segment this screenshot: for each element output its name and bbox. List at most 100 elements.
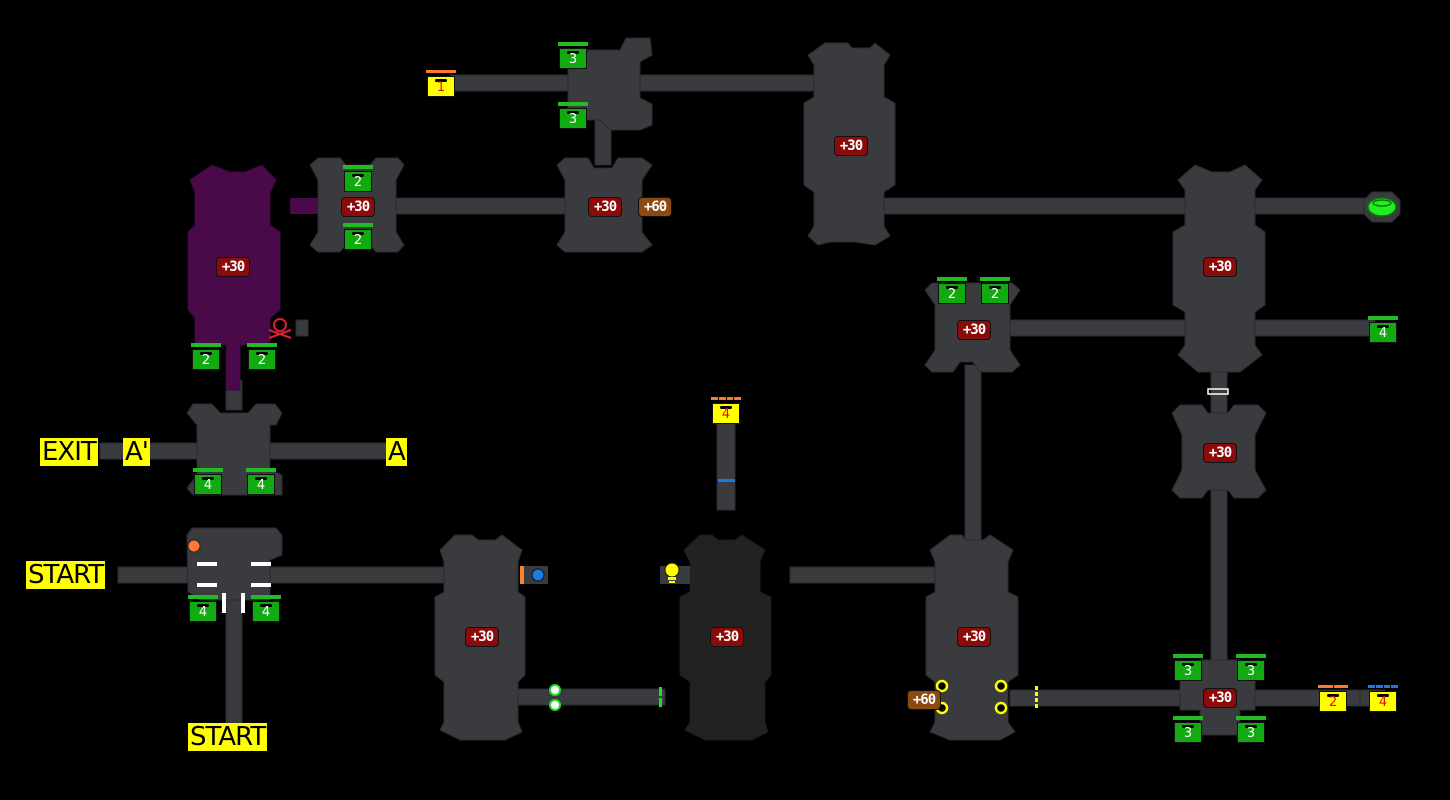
chest[interactable]: 3 bbox=[1236, 716, 1266, 743]
chest-value: 4 bbox=[256, 478, 266, 493]
chest-value: 3 bbox=[1183, 726, 1193, 741]
chest-slot bbox=[1182, 725, 1194, 728]
time-bonus-tag[interactable]: +60 bbox=[907, 690, 941, 710]
time-bonus-tag[interactable]: +30 bbox=[1203, 443, 1237, 463]
corridor bbox=[290, 198, 320, 214]
orange-orb-icon[interactable] bbox=[187, 539, 201, 553]
chest-slot bbox=[1245, 725, 1257, 728]
start-west-label: START bbox=[26, 560, 106, 590]
teleport-a-prime-label[interactable]: A' bbox=[123, 437, 150, 467]
chest-slot bbox=[1245, 663, 1257, 666]
chest-body bbox=[192, 349, 220, 370]
warp-portal-icon[interactable] bbox=[1363, 191, 1401, 223]
chest-value: 2 bbox=[353, 233, 363, 248]
chest-body bbox=[1174, 722, 1202, 743]
locked-chest[interactable]: 4 bbox=[1368, 685, 1398, 712]
time-bonus-tag[interactable]: +30 bbox=[341, 197, 375, 217]
chest-value: 2 bbox=[201, 353, 211, 368]
chest[interactable]: 3 bbox=[1173, 716, 1203, 743]
time-bonus-tag[interactable]: +30 bbox=[588, 197, 622, 217]
time-bonus-tag[interactable]: +30 bbox=[465, 627, 499, 647]
chest-body bbox=[252, 601, 280, 622]
door-marker bbox=[520, 566, 524, 584]
chest[interactable]: 2 bbox=[247, 343, 277, 370]
time-bonus-tag[interactable]: +30 bbox=[710, 627, 744, 647]
chest-slot bbox=[1377, 694, 1389, 697]
chest-slot bbox=[255, 477, 267, 480]
chest-slot bbox=[435, 79, 447, 82]
lightbulb-icon[interactable] bbox=[660, 562, 690, 584]
chest-lid bbox=[193, 468, 223, 472]
chest-slot bbox=[200, 352, 212, 355]
yellow-switch-icon[interactable] bbox=[935, 679, 1008, 715]
chest-body bbox=[559, 108, 587, 129]
chest[interactable]: 4 bbox=[251, 595, 281, 622]
corridor bbox=[716, 419, 736, 511]
time-bonus-tag[interactable]: +30 bbox=[1203, 688, 1237, 708]
door-marker bbox=[659, 687, 662, 696]
chest-value: 3 bbox=[1246, 664, 1256, 679]
chest-lid bbox=[1236, 716, 1266, 720]
chest-value: 2 bbox=[947, 287, 957, 302]
chest[interactable]: 4 bbox=[1368, 316, 1398, 343]
teleport-a-label[interactable]: A bbox=[386, 437, 407, 467]
time-bonus-tag[interactable]: +30 bbox=[216, 257, 250, 277]
chest-slot bbox=[1182, 663, 1194, 666]
chest-slot bbox=[567, 111, 579, 114]
chest-value: 3 bbox=[1183, 664, 1193, 679]
time-bonus-tag[interactable]: +60 bbox=[638, 197, 672, 217]
chest-slot bbox=[720, 406, 732, 409]
chest[interactable]: 3 bbox=[558, 42, 588, 69]
lock-bars bbox=[711, 397, 741, 401]
chest[interactable]: 3 bbox=[558, 102, 588, 129]
chest[interactable]: 3 bbox=[1236, 654, 1266, 681]
lock-bars bbox=[1318, 685, 1348, 689]
room-exit-cross bbox=[186, 403, 283, 496]
room-top-cross bbox=[567, 37, 653, 131]
door-marker bbox=[718, 479, 735, 482]
chest-slot bbox=[202, 477, 214, 480]
corridor bbox=[1254, 319, 1376, 337]
time-bonus-tag[interactable]: +30 bbox=[1203, 257, 1237, 277]
room-poison bbox=[187, 164, 281, 391]
exit-label: EXIT bbox=[40, 437, 98, 467]
chest-value: 4 bbox=[261, 605, 271, 620]
time-bonus-tag[interactable]: +30 bbox=[957, 320, 991, 340]
chest-value: 2 bbox=[990, 287, 1000, 302]
chest-slot bbox=[352, 232, 364, 235]
blue-orb-icon[interactable] bbox=[531, 568, 545, 582]
corridor bbox=[389, 197, 571, 215]
time-bonus-tag[interactable]: +30 bbox=[834, 136, 868, 156]
door-marker bbox=[659, 698, 662, 707]
chest-body bbox=[344, 171, 372, 192]
green-switch-icon[interactable] bbox=[549, 684, 561, 711]
chest-value: 4 bbox=[203, 478, 213, 493]
chest[interactable]: 3 bbox=[1173, 654, 1203, 681]
locked-chest[interactable]: 2 bbox=[1318, 685, 1348, 712]
chest-lid bbox=[343, 165, 373, 169]
time-bonus-tag[interactable]: +30 bbox=[957, 627, 991, 647]
chest-slot bbox=[256, 352, 268, 355]
chest-value: 4 bbox=[198, 605, 208, 620]
chest-lid bbox=[1173, 654, 1203, 658]
lock-bars bbox=[426, 70, 456, 74]
chest-value: 2 bbox=[353, 175, 363, 190]
chest-value: 2 bbox=[1328, 695, 1338, 710]
locked-chest[interactable]: 4 bbox=[711, 397, 741, 424]
chest-value: 3 bbox=[1246, 726, 1256, 741]
chest[interactable]: 4 bbox=[188, 595, 218, 622]
chest[interactable]: 2 bbox=[191, 343, 221, 370]
chest[interactable]: 2 bbox=[343, 165, 373, 192]
chest[interactable]: 4 bbox=[246, 468, 276, 495]
chest[interactable]: 4 bbox=[193, 468, 223, 495]
chest[interactable]: 2 bbox=[980, 277, 1010, 304]
chest-body bbox=[559, 48, 587, 69]
chest-lid bbox=[343, 223, 373, 227]
chest[interactable]: 2 bbox=[343, 223, 373, 250]
corridor bbox=[964, 364, 982, 546]
locked-chest[interactable]: 1 bbox=[426, 70, 456, 97]
chest-lid bbox=[251, 595, 281, 599]
chest-value: 2 bbox=[257, 353, 267, 368]
corridor bbox=[225, 599, 243, 726]
chest[interactable]: 2 bbox=[937, 277, 967, 304]
